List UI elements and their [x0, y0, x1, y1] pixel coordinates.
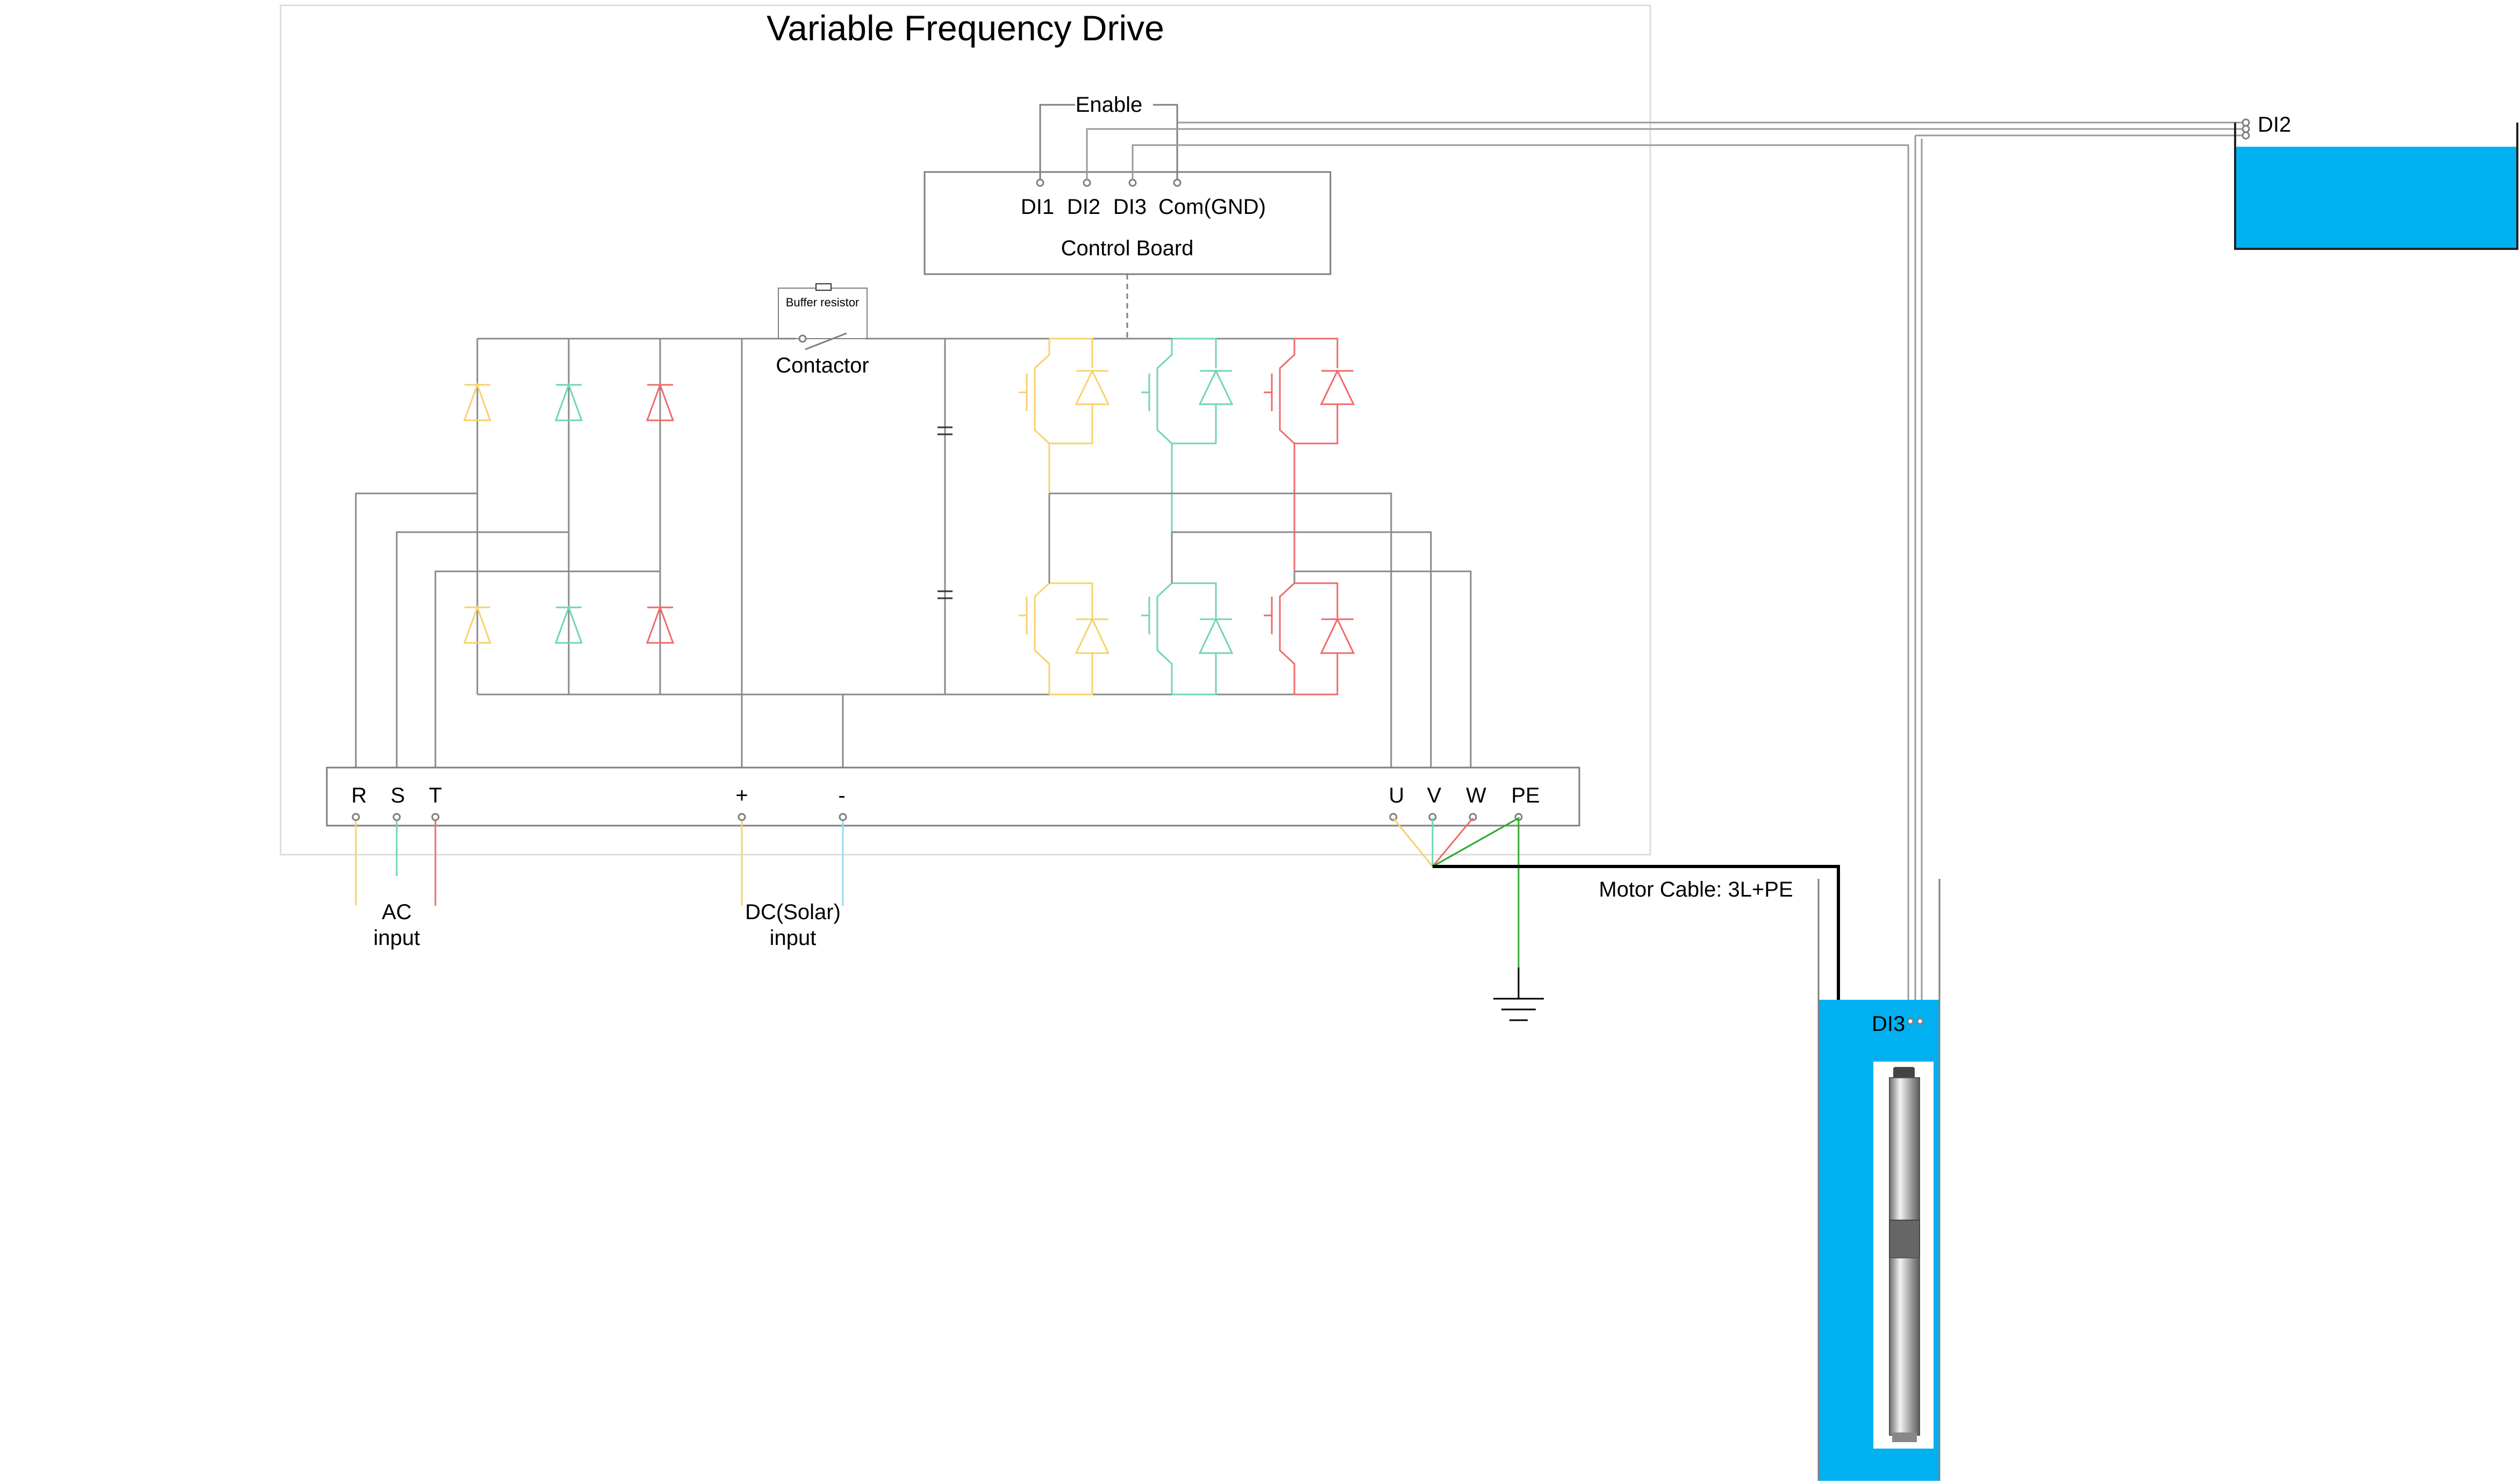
tank-walls [2234, 123, 2518, 250]
contactor-contact [798, 334, 807, 343]
terminal-dc-minus: - [838, 784, 845, 807]
vfd-enclosure [280, 4, 1651, 856]
rectifier-diode-t-bottom [646, 605, 675, 644]
dc-link-capacitor-bottom [937, 590, 953, 599]
rectifier-diode-s-top [554, 382, 583, 421]
terminal-di3: DI3 [1113, 195, 1147, 219]
inverter-leg-u [1019, 338, 1110, 696]
terminal-di1: DI1 [1021, 195, 1054, 219]
terminal-t: T [429, 784, 442, 807]
tank-sensor-label: DI2 [2258, 113, 2291, 137]
ac-input-label-line2: input [374, 926, 420, 950]
sensor-signal-wires [1086, 121, 2243, 1021]
terminal-w: W [1466, 784, 1486, 807]
terminal-dc-plus: + [735, 784, 748, 807]
terminal-v: V [1427, 784, 1442, 807]
dc-link-capacitor-top [937, 426, 953, 435]
ac-input-label-line1: AC [382, 900, 412, 924]
contactor-label: Contactor [776, 354, 869, 377]
rectifier-diode-r-bottom [463, 605, 492, 644]
terminal-com-gnd: Com(GND) [1158, 195, 1266, 219]
input-leads [355, 817, 844, 906]
inverter-output-wiring [1048, 492, 1472, 769]
tank-sensor-dots [2242, 118, 2250, 140]
control-board-label: Control Board [1061, 237, 1194, 260]
well-sensor-label: DI3 [1872, 1012, 1905, 1036]
terminal-s: S [391, 784, 405, 807]
contactor-switch [805, 332, 847, 350]
output-leads [1392, 816, 1520, 968]
enable-label: Enable [1076, 93, 1143, 117]
dc-input-label-line2: input [770, 926, 817, 950]
terminal-di2: DI2 [1067, 195, 1100, 219]
dc-input-label-line1: DC(Solar) [745, 900, 841, 924]
terminal-r: R [352, 784, 367, 807]
control-board [923, 171, 1331, 275]
dc-bus-wiring [355, 338, 1295, 769]
terminal-block [326, 766, 1580, 827]
submersible-pump-icon [1873, 1062, 1934, 1449]
earth-ground-icon [1493, 968, 1544, 1021]
inverter-leg-w [1264, 338, 1355, 696]
tank-water [2235, 147, 2517, 249]
terminal-u: U [1389, 784, 1405, 807]
rectifier-diode-r-top [463, 382, 492, 421]
motor-cable-label: Motor Cable: 3L+PE [1599, 878, 1793, 901]
motor-cable [1433, 865, 1881, 1266]
well-sensor-dots [1907, 1018, 1924, 1025]
enable-loop [1039, 104, 1178, 182]
buffer-resistor-icon [815, 283, 832, 291]
terminal-pe: PE [1511, 784, 1540, 807]
rectifier-diode-s-bottom [554, 605, 583, 644]
terminal-dots [352, 813, 1523, 821]
well-casing [1817, 879, 1941, 1481]
diagram-title: Variable Frequency Drive [767, 8, 1164, 48]
buffer-resistor-label: Buffer resistor [786, 296, 860, 309]
rectifier-diode-t-top [646, 382, 675, 421]
control-terminal-dots [1036, 178, 1182, 187]
inverter-leg-v [1141, 338, 1234, 696]
